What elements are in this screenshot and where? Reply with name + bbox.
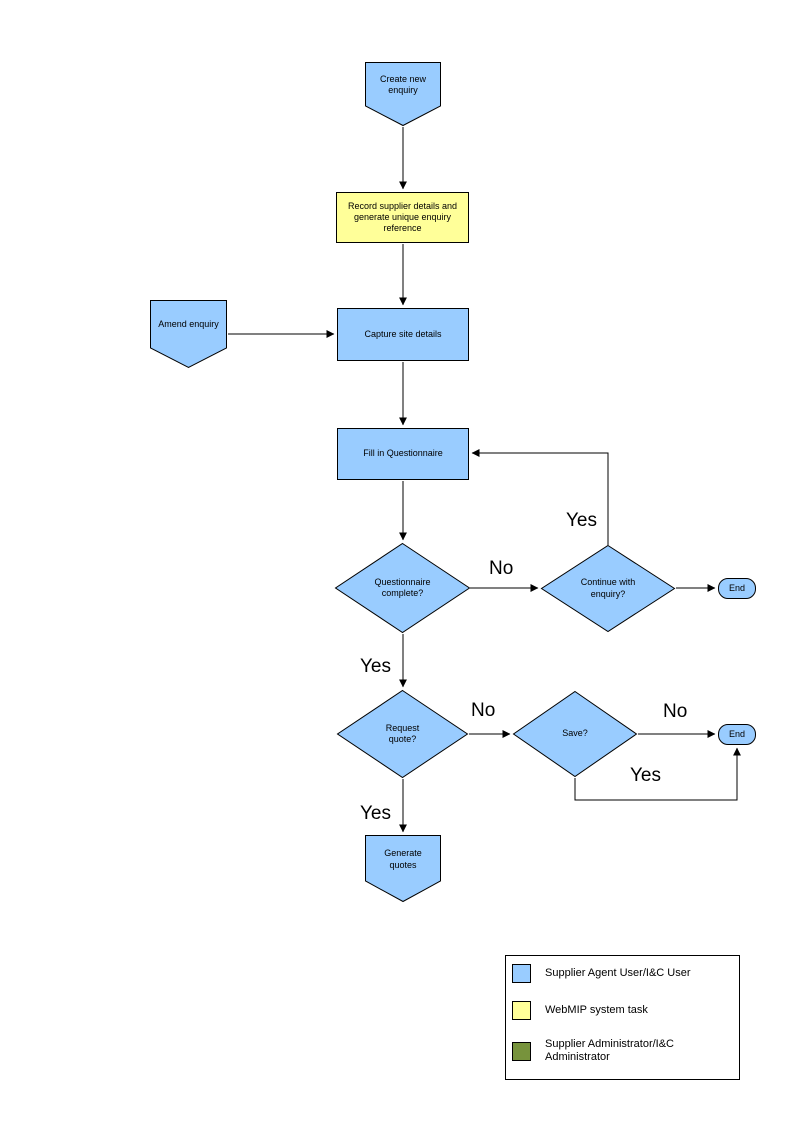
node-label: Questionnaire complete?	[374, 576, 431, 598]
node-label: Save?	[562, 728, 588, 739]
node-label: End	[728, 582, 745, 593]
node-label: Amend enquiry	[158, 319, 219, 330]
node-label: Generate quotes	[384, 848, 422, 870]
edge-label-save-yes: Yes	[630, 765, 661, 786]
diamond-shape	[512, 690, 638, 778]
node-label: Request quote?	[385, 722, 420, 744]
legend-item-supplier-agent: Supplier Agent User/I&C User	[512, 964, 733, 983]
decision-request-quote: Request quote?	[336, 689, 469, 779]
legend-label: WebMIP system task	[545, 1003, 648, 1016]
offpage-connector-shape	[365, 835, 441, 903]
diamond-shape	[334, 542, 471, 634]
node-label: Fill in Questionnaire	[363, 448, 443, 459]
edge-label-continue-yes: Yes	[566, 510, 597, 531]
edge-label-save-no: No	[663, 701, 688, 722]
offpage-generate-quotes: Generate quotes	[365, 835, 441, 903]
diamond-shape	[336, 689, 469, 779]
edge-label-request-yes: Yes	[360, 803, 391, 824]
offpage-connector-shape	[365, 62, 441, 127]
legend-swatch-green	[512, 1041, 531, 1061]
process-capture-site-details: Capture site details	[337, 308, 469, 361]
start-node-create-new-enquiry: Create new enquiry	[365, 62, 441, 127]
decision-save: Save?	[512, 690, 638, 778]
edge-label-questionnaire-no: No	[489, 558, 514, 579]
offpage-amend-enquiry: Amend enquiry	[150, 300, 227, 369]
node-label: Continue with enquiry?	[580, 577, 636, 599]
legend-label: Supplier Administrator/I&C Administrator	[545, 1038, 674, 1064]
terminator-end-top: End	[718, 578, 756, 599]
node-label: Record supplier details and generate uni…	[347, 200, 458, 234]
process-fill-in-questionnaire: Fill in Questionnaire	[337, 428, 469, 480]
terminator-end-bottom: End	[718, 724, 756, 745]
legend-item-supplier-administrator: Supplier Administrator/I&C Administrator	[512, 1038, 733, 1064]
edge-label-questionnaire-yes: Yes	[360, 656, 391, 677]
node-label: End	[728, 728, 745, 739]
legend-swatch-blue	[512, 964, 531, 983]
offpage-connector-shape	[150, 300, 227, 369]
legend: Supplier Agent User/I&C User WebMIP syst…	[505, 955, 740, 1080]
decision-questionnaire-complete: Questionnaire complete?	[334, 542, 471, 634]
edge-label-request-no: No	[471, 700, 496, 721]
legend-label: Supplier Agent User/I&C User	[545, 966, 691, 979]
process-record-supplier-details: Record supplier details and generate uni…	[336, 192, 469, 243]
legend-item-webmip-system: WebMIP system task	[512, 1001, 733, 1020]
node-label: Create new enquiry	[379, 73, 427, 95]
decision-continue-with-enquiry: Continue with enquiry?	[540, 544, 676, 633]
legend-swatch-yellow	[512, 1001, 531, 1020]
node-label: Capture site details	[364, 328, 442, 339]
diamond-shape	[540, 544, 676, 633]
